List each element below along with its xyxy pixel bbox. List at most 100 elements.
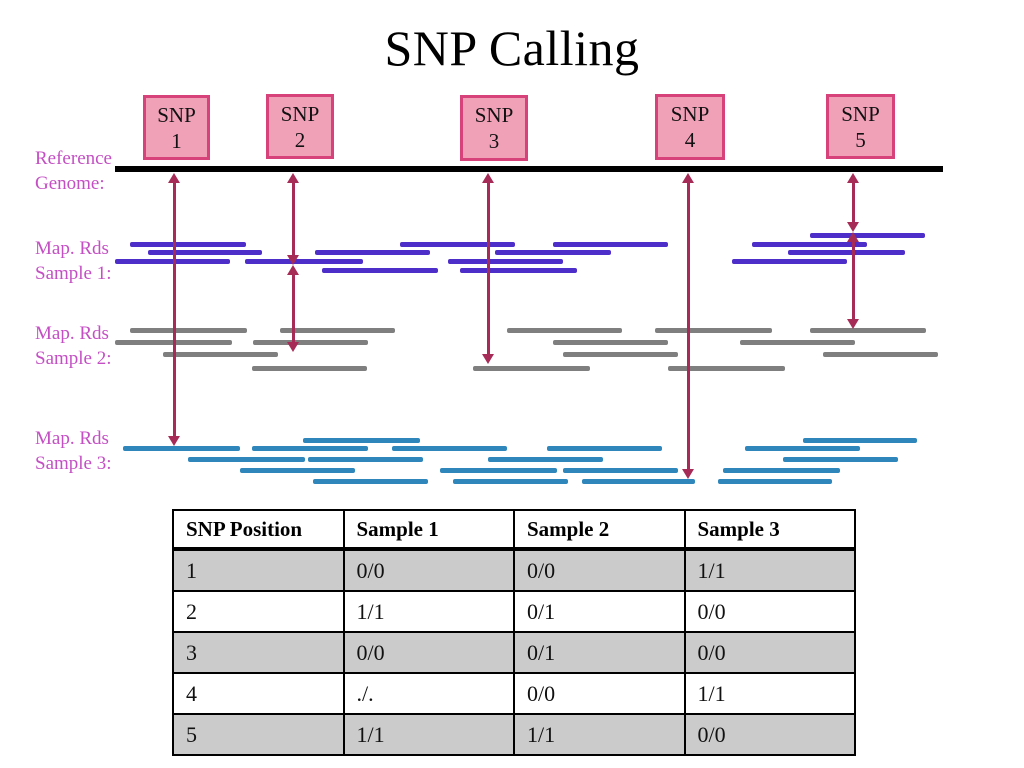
sample-3-read — [547, 446, 662, 451]
row-label-line: Sample 2: — [35, 348, 112, 369]
row-label-line: Map. Rds — [35, 238, 109, 259]
sample-1-read — [315, 250, 430, 255]
genotype-cell: 0/0 — [513, 672, 686, 715]
sample-2-read — [668, 366, 785, 371]
snp5-arrow-lower-head-down — [847, 319, 859, 329]
sample-2-read — [507, 328, 622, 333]
snp5-arrow-lower-shaft — [851, 237, 855, 324]
sample-3-read — [313, 479, 428, 484]
sample-3-read — [240, 468, 355, 473]
snp4-arrow-head-down — [682, 469, 694, 479]
sample-1-read — [448, 259, 563, 264]
snp5-arrow-upper-head-down — [847, 222, 859, 232]
sample-3-read — [488, 457, 603, 462]
genotype-cell: 0/0 — [683, 590, 856, 633]
snp2-arrow-lower — [287, 265, 299, 352]
snp-marker-word: SNP — [157, 103, 196, 127]
sample-3-read — [745, 446, 860, 451]
sample-3-read — [392, 446, 507, 451]
reference-genome-line — [115, 166, 943, 172]
snp3-arrow-head-up — [482, 173, 494, 183]
sample-2-read — [823, 352, 938, 357]
sample-2-read — [280, 328, 395, 333]
snp2-arrow-lower-head-up — [287, 265, 299, 275]
genotype-cell: 5 — [172, 713, 345, 756]
genotype-cell: 0/0 — [342, 631, 515, 674]
snp2-arrow-upper-shaft — [291, 178, 295, 260]
sample-3-read — [453, 479, 568, 484]
snp2-arrow-upper-head-up — [287, 173, 299, 183]
snp2-arrow-upper-head-down — [287, 255, 299, 265]
column-header: SNP Position — [172, 509, 345, 551]
snp2-arrow-lower-shaft — [291, 270, 295, 347]
snp5-arrow-lower — [847, 232, 859, 329]
sample-1-read — [788, 250, 905, 255]
slide-title: SNP Calling — [384, 20, 640, 76]
row-label-line: Map. Rds — [35, 323, 109, 344]
genotype-cell: 1/1 — [342, 713, 515, 756]
sample-2-read — [473, 366, 590, 371]
sample-3-read — [440, 468, 557, 473]
snp4-arrow — [682, 173, 694, 479]
snp-marker-word: SNP — [280, 102, 320, 126]
snp3-arrow — [482, 173, 494, 364]
column-header: Sample 3 — [683, 509, 856, 551]
sample-3-read — [582, 479, 695, 484]
genotype-cell: 1/1 — [683, 672, 856, 715]
sample-3-read — [718, 479, 832, 484]
genotype-cell: 1/1 — [513, 713, 686, 756]
snp2-arrow-upper — [287, 173, 299, 265]
genotype-cell: 0/0 — [342, 548, 515, 592]
sample-3-read — [783, 457, 898, 462]
sample-1-read — [245, 259, 363, 264]
sample-3-read — [123, 446, 240, 451]
snp4-arrow-head-up — [682, 173, 694, 183]
sample-2-read — [163, 352, 278, 357]
sample-1-read — [732, 259, 847, 264]
genotype-cell: 1/1 — [683, 548, 856, 592]
sample-2-read — [655, 328, 772, 333]
sample-3-read — [803, 438, 917, 443]
column-header: Sample 2 — [513, 509, 686, 551]
snp1-arrow — [168, 173, 180, 446]
sample-3-read — [308, 457, 423, 462]
genotype-cell: 0/0 — [683, 631, 856, 674]
snp3-arrow-head-down — [482, 354, 494, 364]
snp5-arrow-upper — [847, 173, 859, 232]
row-label-line: Map. Rds — [35, 428, 109, 449]
sample-1-read — [460, 268, 577, 273]
sample-1-read — [495, 250, 611, 255]
sample-2-read — [740, 340, 855, 345]
snp1-arrow-head-down — [168, 436, 180, 446]
sample-2-read — [810, 328, 926, 333]
snp-marker-number: 5 — [855, 128, 866, 152]
genotype-cell: ./. — [342, 672, 515, 715]
snp1-arrow-shaft — [172, 178, 176, 441]
sample-1-read — [322, 268, 438, 273]
snp1-arrow-head-up — [168, 173, 180, 183]
sample-3-read — [303, 438, 420, 443]
snp-marker-word: SNP — [474, 103, 514, 127]
snp-marker-number: 1 — [171, 129, 182, 153]
snp5-arrow-upper-head-up — [847, 173, 859, 183]
snp-marker-number: 2 — [294, 128, 306, 152]
sample-3-read — [252, 446, 368, 451]
snp-marker-word: SNP — [841, 102, 880, 126]
snp2-arrow-lower-head-down — [287, 342, 299, 352]
sample-1-read — [400, 242, 515, 247]
row-label-line: Genome: — [35, 173, 105, 194]
row-label-line: Sample 3: — [35, 453, 112, 474]
genotype-cell: 0/1 — [513, 590, 686, 633]
snp5-arrow-upper-shaft — [851, 178, 855, 227]
genotype-cell: 4 — [172, 672, 345, 715]
